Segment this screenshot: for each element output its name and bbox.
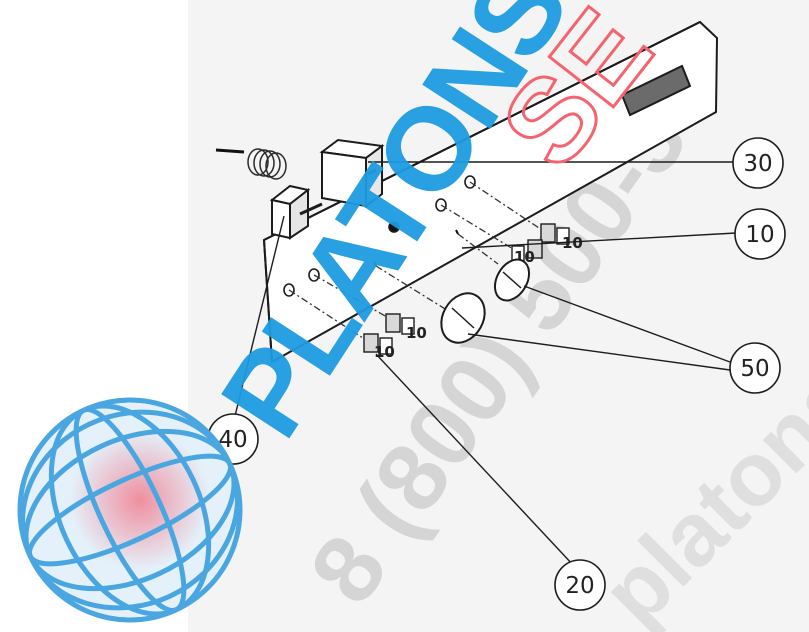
knob-assembly-part-40 xyxy=(269,184,323,240)
callout-label: 50 xyxy=(740,356,769,382)
callout-label: 30 xyxy=(743,151,772,177)
globe-logo xyxy=(17,397,243,623)
callout-20: 20 xyxy=(554,559,606,611)
callout-30: 30 xyxy=(732,137,784,189)
callout-label: 10 xyxy=(745,222,774,248)
callout-10: 10 xyxy=(734,208,786,260)
spring-icon xyxy=(247,148,287,180)
assembly-lines xyxy=(288,181,549,341)
panel-plate xyxy=(262,20,719,364)
part-tag: 10 xyxy=(406,324,427,342)
leader-lines xyxy=(233,161,737,567)
switch-module-part-30 xyxy=(319,138,385,208)
oval-knobs-part-50 xyxy=(440,258,531,344)
shaft-pin xyxy=(215,148,245,154)
callout-label: 20 xyxy=(565,573,594,599)
part-tag: 10 xyxy=(562,234,583,252)
small-screws xyxy=(373,229,459,267)
callout-50: 50 xyxy=(729,342,781,394)
clip-pair-bottom xyxy=(363,313,415,355)
